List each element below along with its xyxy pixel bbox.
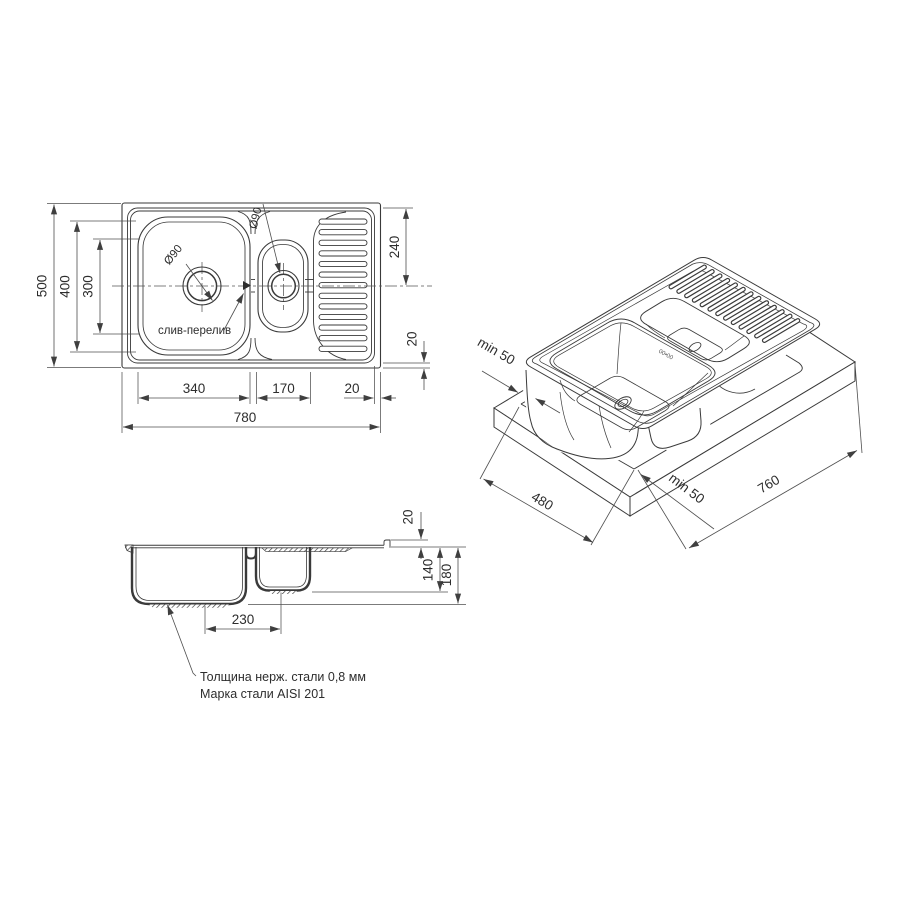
plan-rim-line-1 [127,207,375,364]
section-extension-lines [204,539,466,634]
dim-plan-20-bottom: 20 [344,381,359,396]
iso-view: 00•00 min 50 480 min 50 760 [475,257,863,550]
iso-annotation-lines [479,363,863,550]
note-steel-grade: Марка стали AISI 201 [200,687,325,701]
iso-main-bowl [549,318,716,433]
dim-iso-760: 760 [755,472,782,496]
dim-plan-400: 400 [58,275,73,298]
main-drain-dia-label: Ø90 [162,243,185,267]
plan-rim-line-2 [130,210,372,361]
section-main-bowl [130,547,248,608]
dim-plan-240: 240 [387,236,402,259]
section-dimension-lines [205,512,462,633]
plan-dimension-lines [50,204,428,431]
dim-plan-170: 170 [272,381,295,396]
overflow-label: слив-перелив [158,325,231,337]
section-view: 20 140 180 230 Толщина нерж. стали 0,8 м… [124,509,466,701]
section-right-lip [383,539,391,548]
dim-iso-min50-back: min 50 [475,334,518,367]
dim-section-230: 230 [232,612,255,627]
dim-iso-480: 480 [529,489,556,513]
plan-drainboard [313,211,368,360]
plan-extension-lines [47,203,430,433]
iso-drainboard-ribs [668,264,801,343]
dim-section-180: 180 [439,564,454,587]
plan-view: Ø90 Ø90 слив-перелив [35,202,432,433]
plan-main-drain [182,266,222,306]
section-divider [245,547,257,560]
dim-plan-500: 500 [35,275,50,298]
plan-divider-decor [237,211,314,360]
dim-plan-340: 340 [183,381,206,396]
dim-plan-20-right: 20 [405,331,420,346]
section-drainboard-hatch [261,547,354,552]
plan-drainboard-ribs [318,218,368,352]
overflow-marker [243,281,251,290]
section-small-bowl [254,547,312,594]
iso-small-bowl [640,297,750,363]
dim-section-20: 20 [401,509,416,524]
small-drain-dia-label: Ø90 [248,206,265,230]
plan-leaders [185,203,281,331]
note-steel-thickness: Толщина нерж. стали 0,8 мм [200,670,366,684]
plan-small-drain [267,269,300,303]
dim-plan-300: 300 [81,275,96,298]
dim-section-140: 140 [421,559,436,582]
dim-plan-780: 780 [234,410,257,425]
plan-outer-outline [121,202,382,369]
section-note-leader [167,604,197,677]
